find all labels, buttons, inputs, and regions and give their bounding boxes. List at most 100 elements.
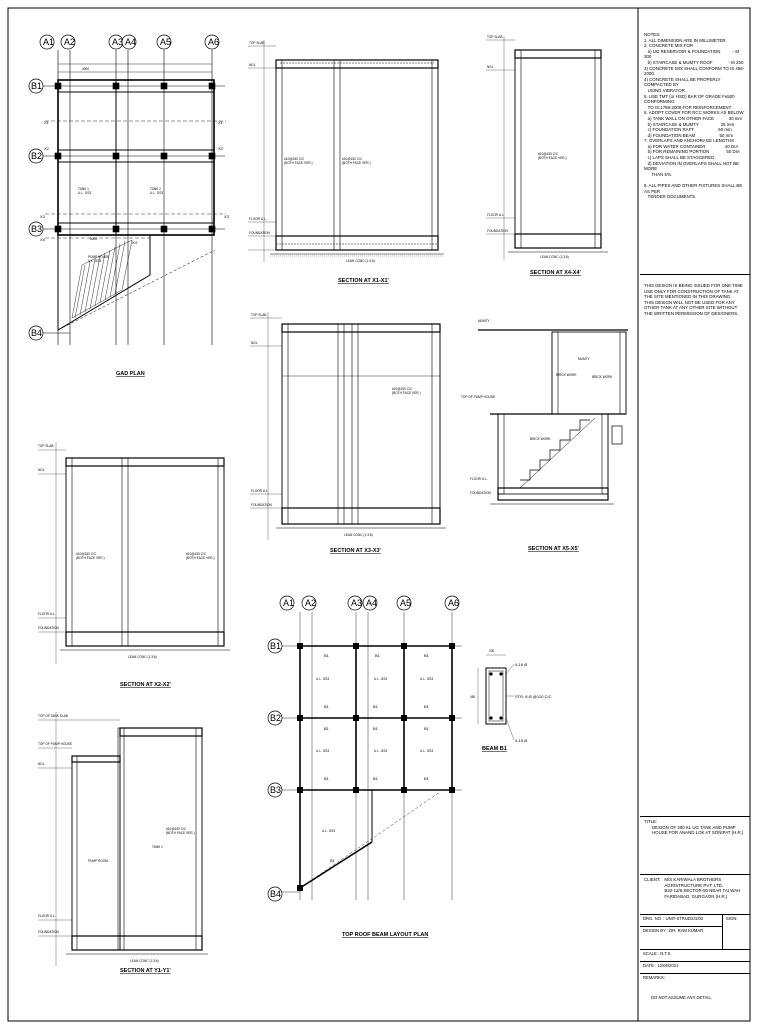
note-line: 6. ADOPT COVER FOR RCC WORKS AS BELOW:	[644, 110, 745, 116]
x5-brick-1: BRICK WORK	[556, 373, 577, 377]
x3-lean: LEAN CONC (1:3:6)	[344, 533, 373, 537]
note-line: THAN 5%.	[644, 171, 673, 177]
client-block: CLIENT: M/S KARIWALA BROTHERS AGRISTRUCT…	[640, 874, 750, 914]
x1-foundation: FOUNDATION	[249, 231, 271, 235]
note-line: b) STAIRCASE & MUMTY 25 mm	[644, 121, 735, 127]
note-line: 2. CONCRETE MIX FOR	[644, 43, 694, 49]
beam-b1-title: BEAM B1	[482, 746, 507, 752]
sec-x3: X3	[40, 214, 46, 219]
grid-a5: A5	[160, 37, 171, 47]
beam-b1-11: B1	[373, 776, 379, 781]
design-by: DESIGN BY : DR. RAM KUMAR	[640, 926, 722, 938]
client-label: CLIENT:	[644, 877, 661, 882]
notes-heading: NOTES:	[644, 32, 661, 37]
note-line: a) TANK WALL ON OTHER FACE 30 mm	[644, 115, 743, 121]
notes-block: NOTES: 1. ALL DIMENSION ARE IN MILLIMETE…	[640, 30, 750, 202]
beam-grid-a4: A4	[366, 598, 377, 608]
gad-grid-bubbles	[28, 34, 220, 341]
x1-rebar-1: #10@150 C/C(BOTH FACE VER.)	[284, 157, 313, 165]
grid-b1: B1	[31, 81, 42, 91]
beam-ul-3: U.L. GS3	[420, 677, 433, 681]
x4-foundation: FOUNDATION	[487, 229, 509, 233]
drg-no: DRG. NO. : UNIT-STRUDS/1/02	[640, 914, 722, 926]
x4-rebar: #10@150 C/C(BOTH FACE VER.)	[538, 152, 567, 160]
beam-b1-6: B1	[424, 704, 430, 709]
note-line: a) FOR WATER CONTAINER 40 DIA	[644, 143, 739, 149]
sheet-border	[7, 7, 751, 1022]
x4-floor: FLOOR U.L.	[487, 213, 505, 217]
y1-top-pump: TOP OF PUMP HOUSE	[38, 742, 72, 746]
sec-y1-title: SECTION AT Y1-Y1'	[120, 968, 171, 974]
grid-b3: B3	[31, 224, 42, 234]
beam-ul-1: U.L. GS3	[316, 677, 329, 681]
x2-ngl: NGL	[38, 468, 45, 472]
y1-lean: LEAN CONC (1:3:6)	[130, 959, 159, 963]
x3-top-slab: TOP SLAB	[251, 313, 266, 317]
beam-ul-7: U.L. GS3	[322, 829, 335, 833]
note-line: TENDER DOCUMENTS.	[644, 194, 697, 200]
x1-rebar-2: #10@150 C/C(BOTH FACE VER.)	[342, 157, 371, 165]
x3-ngl: NGL	[251, 341, 258, 345]
beam-b1-2: B1	[375, 653, 381, 658]
note-line: a) UG RESERVOIR & FOUNDATION - M 300	[644, 48, 741, 60]
scale: SCALE : N.T.S.	[640, 949, 750, 961]
x2-rebar-2: #10@150 C/C(BOTH FACE VER.)	[186, 552, 215, 560]
beam-grid-a3: A3	[351, 598, 362, 608]
x3-floor: FLOOR U.L.	[251, 489, 269, 493]
note-line: d) FOUNDATION BEAM 50 mm	[644, 132, 733, 138]
grid-a4: A4	[125, 37, 136, 47]
x1-ngl: NGL	[249, 63, 256, 67]
plan-dim-1: 4000	[82, 67, 89, 71]
x2-foundation: FOUNDATION	[38, 626, 60, 630]
beam-grid-b3: B3	[270, 785, 281, 795]
note-line: b) FOR REMAINING PORTION 50 DIA	[644, 149, 740, 155]
x2-floor: FLOOR U.L.	[38, 612, 56, 616]
beam-b1-10: B1	[324, 776, 330, 781]
beam-grid-a5: A5	[400, 598, 411, 608]
section-x4	[486, 36, 608, 260]
x4-top-slab: TOP SLAB	[487, 35, 502, 39]
y1-foundation: FOUNDATION	[38, 930, 60, 934]
beam-grid-a2: A2	[305, 598, 316, 608]
x5-foundation: FOUNDATION	[470, 491, 492, 495]
beam-ul-2: U.L. GS3	[374, 677, 387, 681]
info-panel: NOTES: 1. ALL DIMENSION ARE IN MILLIMETE…	[640, 8, 750, 1021]
date: DATE : 12/08/2021	[640, 961, 750, 973]
beam-b1-7: B1	[324, 726, 330, 731]
beam-grid-b1: B1	[270, 641, 281, 651]
x1-lean: LEAN CONC (1:3:6)	[346, 259, 375, 263]
beam-ul-6: U.L. GS3	[420, 749, 433, 753]
y1-ngl: NGL	[38, 762, 45, 766]
remarks-label: REMARKS:	[643, 975, 665, 980]
note-line: c) FOUNDATION RAFT 50 mm	[644, 127, 732, 133]
beam-b1-9: B1	[424, 726, 430, 731]
beam-grid-a6: A6	[448, 598, 459, 608]
x5-mumty: MUMTY	[478, 319, 491, 323]
sec-x5-title: SECTION AT X5-X5'	[528, 546, 580, 552]
remarks-value: DO NOT ASSUME ANY DETAIL.	[651, 994, 712, 1000]
beam-grid-a1: A1	[283, 598, 294, 608]
gad-plan	[40, 50, 226, 345]
beam-bottom-bar: 4-16 Ø	[515, 738, 527, 743]
title-value: DESIGN OF 200 KL UG TANK AND PUMP HOUSE …	[652, 824, 744, 836]
beam-b1-3: B1	[424, 653, 430, 658]
sec-x4-title: SECTION AT X4-X4'	[530, 270, 582, 276]
section-x2	[38, 442, 230, 664]
sec-x3p: X3'	[224, 214, 230, 219]
x1-top-slab: TOP SLAB	[249, 41, 264, 45]
x4-ngl: NGL	[487, 65, 494, 69]
beam-labels: B1 B1 B1 B1 B1 B1 B1 B1 B1 B1 B1 B1 B1 U…	[316, 653, 433, 863]
sec-x4p: X4'	[132, 240, 138, 245]
x3-foundation: FOUNDATION	[251, 503, 273, 507]
x5-brick-2: BRICK WORK	[592, 375, 613, 379]
x5-floor: FLOOR U.L.	[470, 477, 488, 481]
sign-cell: SIGN:	[722, 914, 750, 949]
beam-b1-8: B1	[373, 726, 379, 731]
title-block: TITLE: DESIGN OF 200 KL UG TANK AND PUMP…	[640, 816, 750, 874]
beam-ul-5: U.L. GS3	[374, 749, 387, 753]
disclaimer-block: THIS DESIGN IS BEING ISSUED FOR ONE TIME…	[640, 274, 750, 319]
grid-a1: A1	[43, 37, 54, 47]
